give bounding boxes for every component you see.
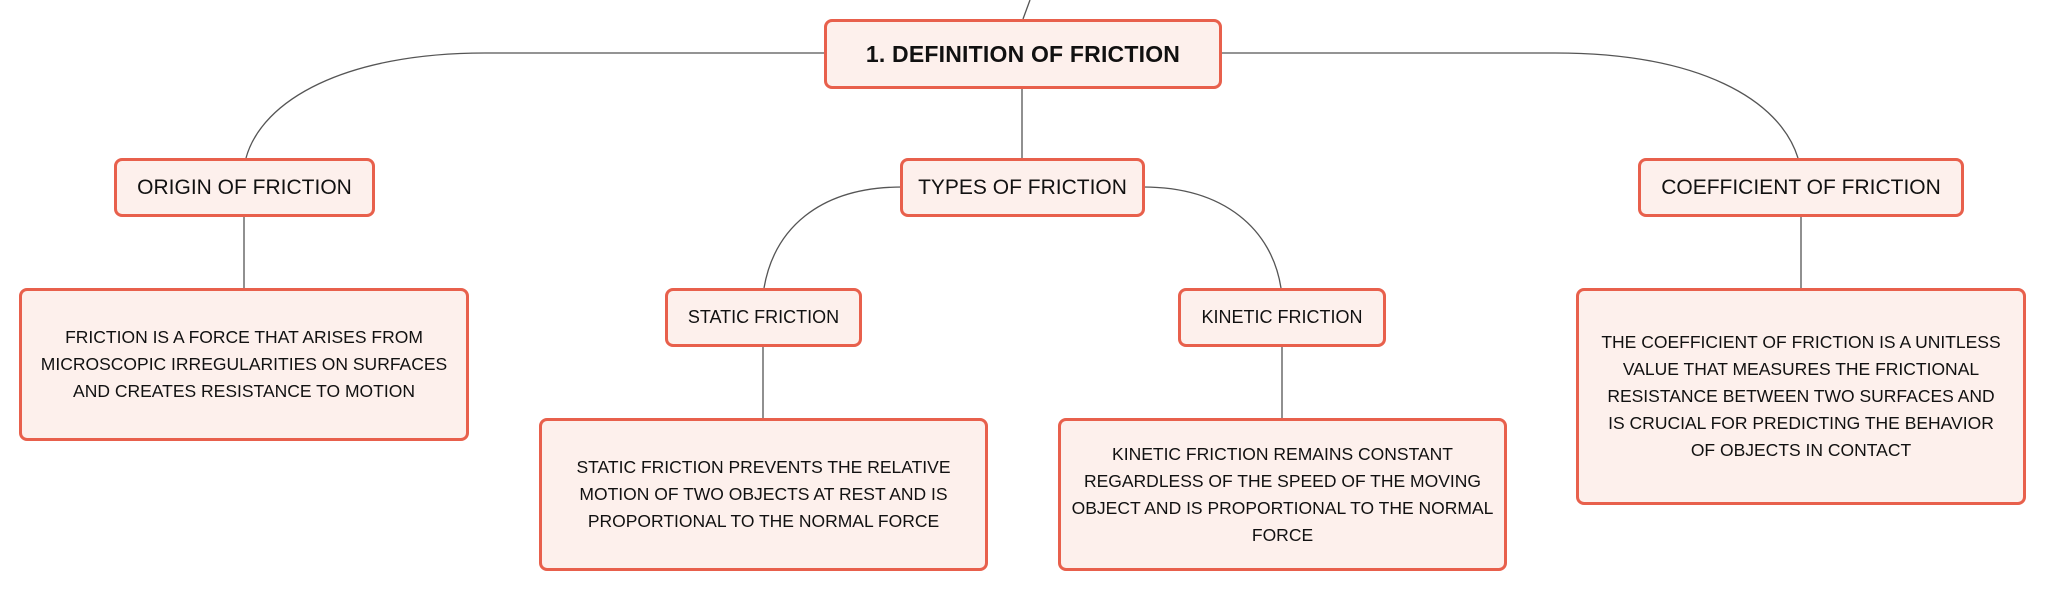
connector-types-to-kinetic	[1142, 186, 1282, 289]
connector-root-to-coefficient	[1220, 52, 1799, 159]
root-node[interactable]: 1. DEFINITION OF FRICTION	[824, 19, 1222, 89]
static-friction-node[interactable]: STATIC FRICTION	[665, 288, 862, 347]
connector-parent-to-root	[1022, 0, 1031, 20]
types-of-friction-node[interactable]: TYPES OF FRICTION	[900, 158, 1145, 217]
connector-types-to-static	[763, 186, 903, 289]
coefficient-of-friction-node[interactable]: COEFFICIENT OF FRICTION	[1638, 158, 1964, 217]
origin-detail-node[interactable]: FRICTION IS A FORCE THAT ARISES FROM MIC…	[19, 288, 469, 441]
static-detail-node[interactable]: STATIC FRICTION PREVENTS THE RELATIVE MO…	[539, 418, 988, 571]
kinetic-detail-node[interactable]: KINETIC FRICTION REMAINS CONSTANT REGARD…	[1058, 418, 1507, 571]
connector-root-to-origin	[245, 52, 824, 159]
kinetic-friction-node[interactable]: KINETIC FRICTION	[1178, 288, 1386, 347]
origin-of-friction-node[interactable]: ORIGIN OF FRICTION	[114, 158, 375, 217]
coefficient-detail-node[interactable]: THE COEFFICIENT OF FRICTION IS A UNITLES…	[1576, 288, 2026, 505]
